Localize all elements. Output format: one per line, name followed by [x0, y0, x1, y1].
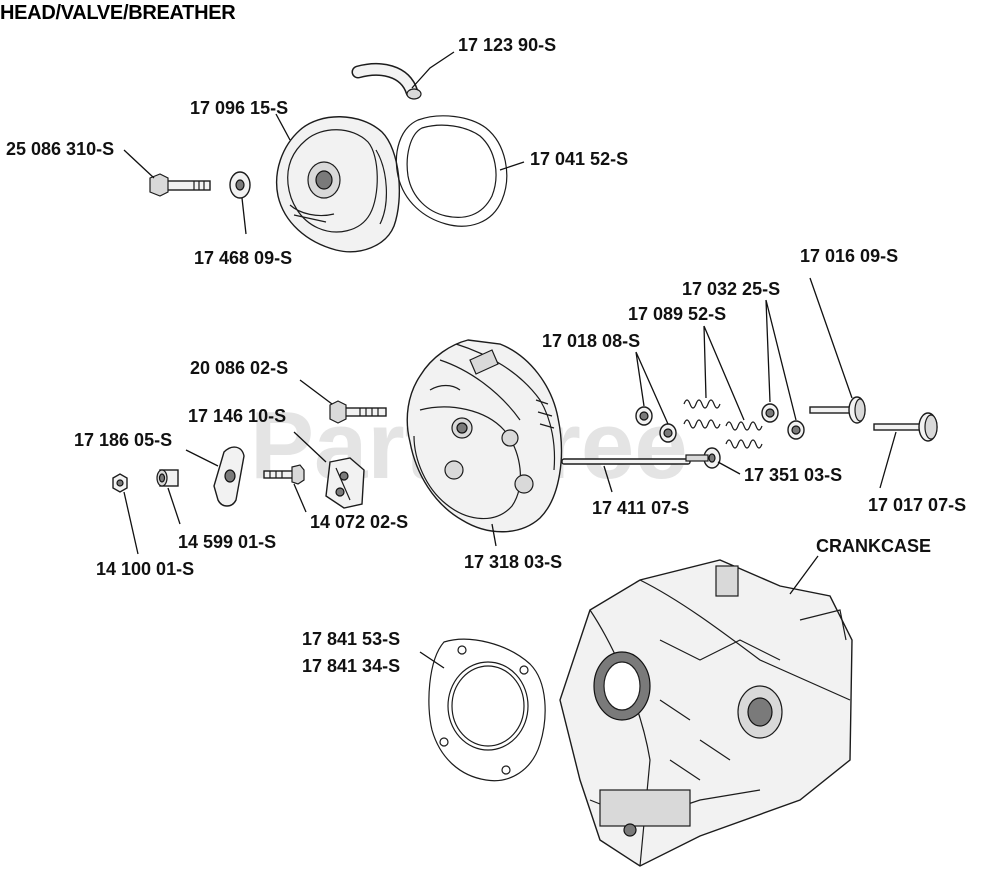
intake-valve-part[interactable]: [873, 412, 938, 442]
leader-line: [703, 325, 745, 421]
leader-line: [635, 351, 669, 425]
leader-line: [809, 277, 853, 399]
leader-line: [241, 197, 247, 235]
diagram-title: HEAD/VALVE/BREATHER: [0, 2, 236, 24]
push-rod-part[interactable]: [561, 458, 691, 465]
leader-line: [499, 161, 525, 171]
spring-retainer-part[interactable]: [761, 403, 805, 440]
valve-seal-part[interactable]: [685, 447, 721, 469]
leader-line: [293, 483, 307, 513]
leader-line: [299, 379, 333, 405]
cover-gasket-part[interactable]: [395, 115, 508, 227]
label-rocker-arm: 17 186 05-S: [74, 430, 172, 450]
label-head-gasket-a: 17 841 53-S: [302, 629, 400, 649]
label-cylinder-head: 17 318 03-S: [464, 552, 562, 572]
label-crankcase: CRANKCASE: [816, 536, 931, 556]
label-jam-nut: 14 100 01-S: [96, 559, 194, 579]
leader-line: [185, 449, 219, 467]
label-cover-gasket: 17 041 52-S: [530, 149, 628, 169]
leader-line: [491, 523, 497, 547]
leader-line: [123, 149, 155, 179]
label-exhaust-valve: 17 016 09-S: [800, 246, 898, 266]
cover-washer-part[interactable]: [229, 171, 251, 199]
label-push-rod: 17 411 07-S: [592, 498, 689, 518]
exhaust-valve-part[interactable]: [809, 396, 866, 424]
leader-line: [411, 51, 455, 89]
valve-spring-part[interactable]: [683, 399, 763, 449]
leader-line: [167, 487, 181, 525]
label-valve-cover: 17 096 15-S: [190, 98, 288, 118]
jam-nut-part[interactable]: [112, 473, 128, 493]
label-valve-spring: 17 089 52-S: [628, 304, 726, 324]
label-valve-seal: 17 351 03-S: [744, 465, 842, 485]
label-rocker-pivot: 17 018 08-S: [542, 331, 640, 351]
cylinder-head-part[interactable]: [406, 339, 563, 533]
leader-line: [293, 431, 327, 463]
guide-plate-part[interactable]: [325, 457, 365, 509]
rocker-arm-part[interactable]: [213, 446, 245, 507]
label-guide-plate: 14 072 02-S: [310, 512, 408, 532]
head-gasket-part[interactable]: [428, 638, 546, 782]
label-spring-retainer: 17 032 25-S: [682, 279, 780, 299]
adjust-nut-part[interactable]: [156, 469, 179, 487]
crankcase-part[interactable]: [559, 559, 853, 867]
label-cover-bolt: 25 086 310-S: [6, 139, 114, 159]
leader-line: [717, 461, 741, 475]
label-head-gasket-b: 17 841 34-S: [302, 656, 400, 676]
head-bolt-part[interactable]: [329, 400, 387, 424]
label-intake-valve: 17 017 07-S: [868, 495, 966, 515]
label-breather-tube: 17 123 90-S: [458, 35, 556, 55]
leader-line: [275, 113, 291, 141]
rocker-pivot-part[interactable]: [635, 406, 677, 443]
rocker-stud-part[interactable]: [263, 464, 305, 485]
label-rocker-stud: 17 146 10-S: [188, 406, 286, 426]
label-head-bolt: 20 086 02-S: [190, 358, 288, 378]
valve-cover-part[interactable]: [275, 116, 401, 253]
leader-line: [879, 431, 897, 489]
label-adjust-nut: 14 599 01-S: [178, 532, 276, 552]
breather-tube-part[interactable]: [351, 63, 422, 100]
leader-line: [603, 465, 613, 493]
leader-line: [765, 299, 797, 421]
leader-line: [419, 651, 445, 669]
label-cover-washer: 17 468 09-S: [194, 248, 292, 268]
leader-line: [123, 491, 139, 555]
leader-line: [789, 555, 819, 595]
cover-bolt-part[interactable]: [149, 173, 211, 197]
